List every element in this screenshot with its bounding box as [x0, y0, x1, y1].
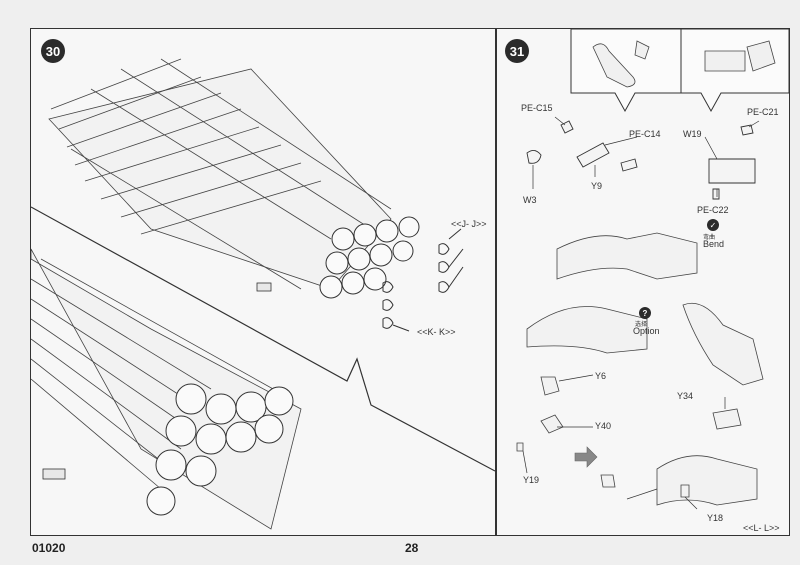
bend-label-cn: 弯曲	[703, 235, 716, 241]
step-31-panel: 31	[496, 28, 790, 536]
option-icon: ?	[639, 307, 651, 319]
part-label-y18: Y18	[707, 513, 724, 523]
part-label-y34: Y34	[677, 391, 694, 401]
section-label-kk: <<K- K>>	[417, 327, 456, 337]
product-code: 01020	[32, 541, 66, 555]
option-label-cn: 选择	[635, 322, 648, 328]
option-label-en: Option	[633, 326, 660, 336]
page-number: 28	[405, 541, 419, 555]
section-label-ll: <<L- L>>	[743, 523, 780, 533]
step-31-drawing	[516, 29, 789, 510]
section-label-jj: <<J- J>>	[451, 219, 487, 229]
step-31-badge: 31	[505, 39, 529, 63]
bend-label-en: Bend	[703, 239, 725, 249]
part-label-y19: Y19	[523, 475, 540, 485]
part-label-pe-c15: PE-C15	[521, 103, 553, 113]
step-30-drawing	[31, 58, 495, 530]
part-label-pe-c21: PE-C21	[747, 107, 779, 117]
bend-icon: ✓	[707, 219, 719, 231]
part-label-pe-c14: PE-C14	[629, 129, 661, 139]
part-label-y6: Y6	[595, 371, 607, 381]
part-label-y9: Y9	[591, 181, 603, 191]
part-label-y40: Y40	[595, 421, 612, 431]
part-label-pe-c22: PE-C22	[697, 205, 729, 215]
step-30-panel: 30	[30, 28, 496, 536]
step-30-badge: 30	[41, 39, 65, 63]
part-label-w19: W19	[683, 129, 702, 139]
part-label-w3: W3	[523, 195, 537, 205]
